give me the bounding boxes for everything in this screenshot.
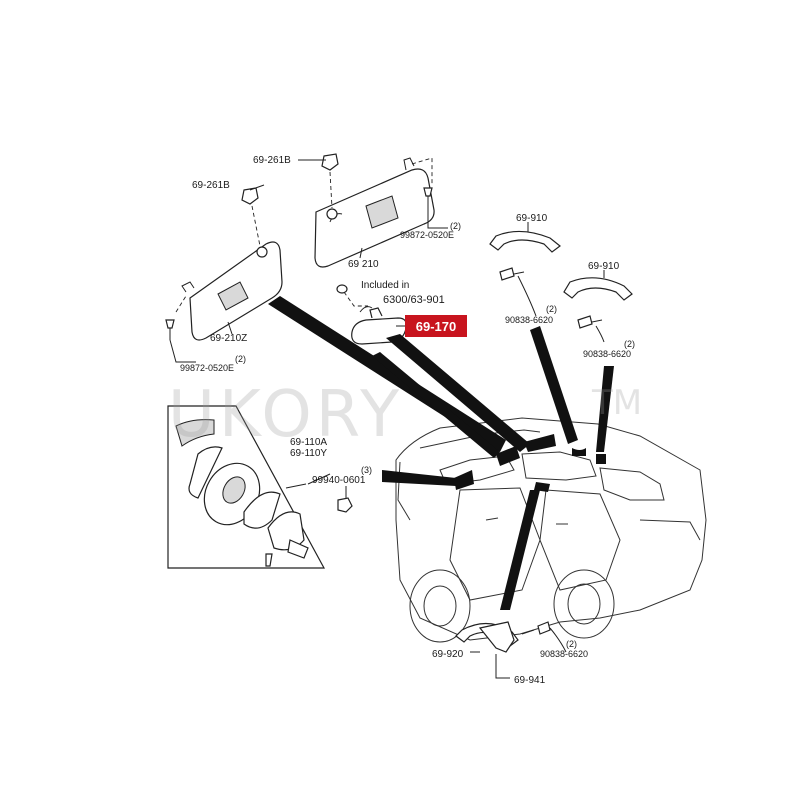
label-screw-visor-left-qty: (2) xyxy=(235,354,246,364)
label-screw-grip-front-qty: (2) xyxy=(546,304,557,314)
label-visor-clip-top: 69-261B xyxy=(253,155,291,166)
label-visor-clip-left: 69-261B xyxy=(192,180,230,191)
label-grip-front: 69-910 xyxy=(516,213,548,224)
sun-visor-left xyxy=(181,241,283,341)
label-screw-visor-right: 99872-0520E xyxy=(400,230,454,240)
watermark-text: UKORY xyxy=(168,378,403,452)
label-nut-qty: (3) xyxy=(361,465,372,475)
label-included-line1: Included in xyxy=(361,280,409,291)
label-visor-left: 69-210Z xyxy=(210,333,247,344)
label-visor-right: 69 210 xyxy=(348,259,379,270)
highlight-badge: 69-170 xyxy=(405,315,467,337)
label-map-lamp-a: 69-110A xyxy=(290,437,327,448)
label-grip-rear: 69-920 xyxy=(432,649,464,660)
visor-clip-top xyxy=(321,153,339,209)
label-screw-grip-rear: 90838-6620 xyxy=(540,649,588,659)
label-screw-visor-left: 99872-0520E xyxy=(180,363,234,373)
screw-visor-right xyxy=(411,157,448,229)
map-lamp-inset xyxy=(167,405,326,569)
label-screw-visor-right-qty: (2) xyxy=(450,221,461,231)
label-nut: 99940-0601 xyxy=(312,475,366,486)
sun-visor-right xyxy=(314,157,435,268)
label-screw-grip-front: 90838-6620 xyxy=(505,315,553,325)
label-screw-grip-rear-qty: (2) xyxy=(566,639,577,649)
label-map-lamp-y: 69-110Y xyxy=(290,448,327,459)
nut xyxy=(337,486,353,513)
assist-grip-front xyxy=(489,222,561,317)
label-included-line2: 6300/63-901 xyxy=(383,294,445,306)
visor-clip-left xyxy=(241,187,261,247)
watermark-tm: TM xyxy=(591,383,642,423)
screw-visor-left xyxy=(165,295,196,363)
label-screw-grip-front2-qty: (2) xyxy=(624,339,635,349)
label-grip-front-2: 69-910 xyxy=(588,261,620,272)
vehicle-outline xyxy=(395,417,707,643)
assist-grip-rear xyxy=(455,621,567,679)
assist-grip-front-2 xyxy=(563,270,633,343)
label-grip-rear-cover: 69-941 xyxy=(514,675,546,686)
label-mirror-part: 69-170 xyxy=(416,319,456,334)
label-screw-grip-front2: 90838-6620 xyxy=(583,349,631,359)
